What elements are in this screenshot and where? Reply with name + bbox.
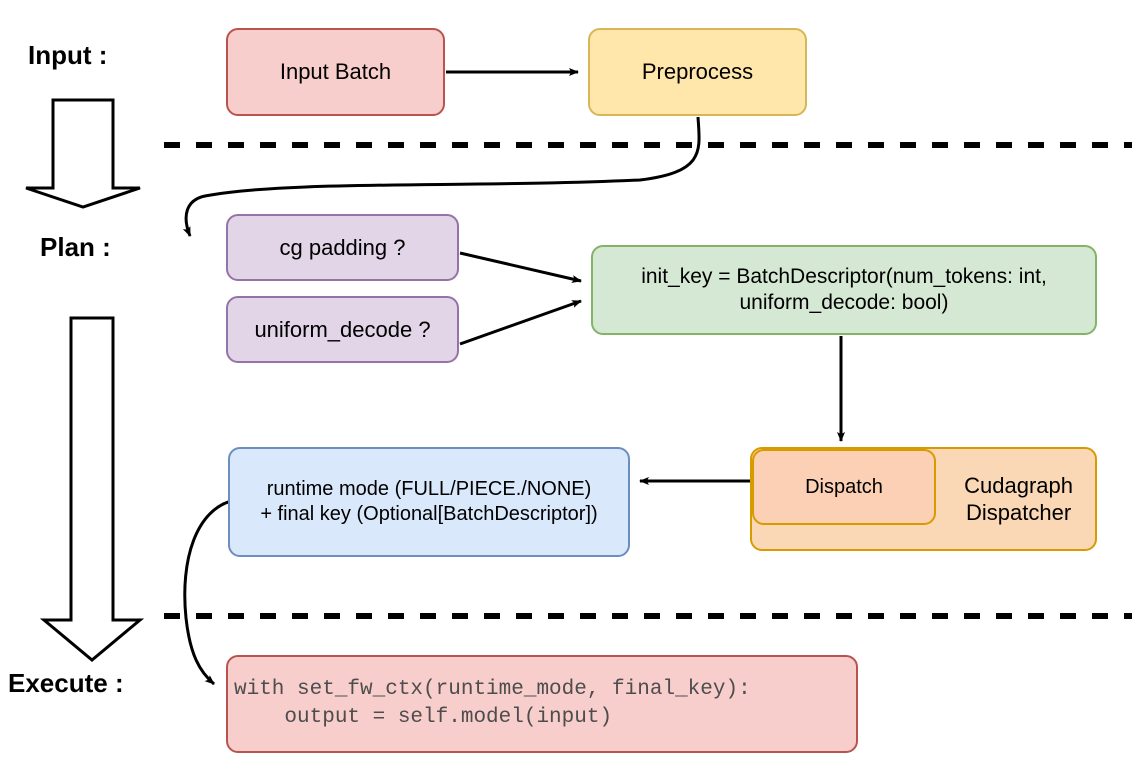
node-preprocess[interactable]: Preprocess	[588, 28, 807, 116]
stage-label-plan: Plan :	[40, 232, 111, 262]
node-code-block[interactable]: with set_fw_ctx(runtime_mode, final_key)…	[226, 655, 858, 753]
node-uniform-decode[interactable]: uniform_decode ?	[226, 296, 459, 363]
edge-uniform-decode-to-init-key	[459, 299, 582, 346]
stage-label-input: Input :	[28, 40, 108, 70]
stage-label-execute: Execute :	[8, 668, 124, 698]
node-init-key[interactable]: init_key = BatchDescriptor(num_tokens: i…	[591, 245, 1097, 335]
edge-cg-padding-to-init-key	[459, 251, 582, 283]
node-input-batch[interactable]: Input Batch	[226, 28, 445, 116]
node-cg-padding[interactable]: cg padding ?	[226, 214, 459, 281]
plan-to-execute-arrow	[39, 316, 145, 662]
node-dispatch[interactable]: Dispatch	[752, 449, 936, 525]
node-runtime-mode[interactable]: runtime mode (FULL/PIECE./NONE) + final …	[228, 447, 630, 557]
input-to-plan-arrow	[25, 98, 141, 209]
